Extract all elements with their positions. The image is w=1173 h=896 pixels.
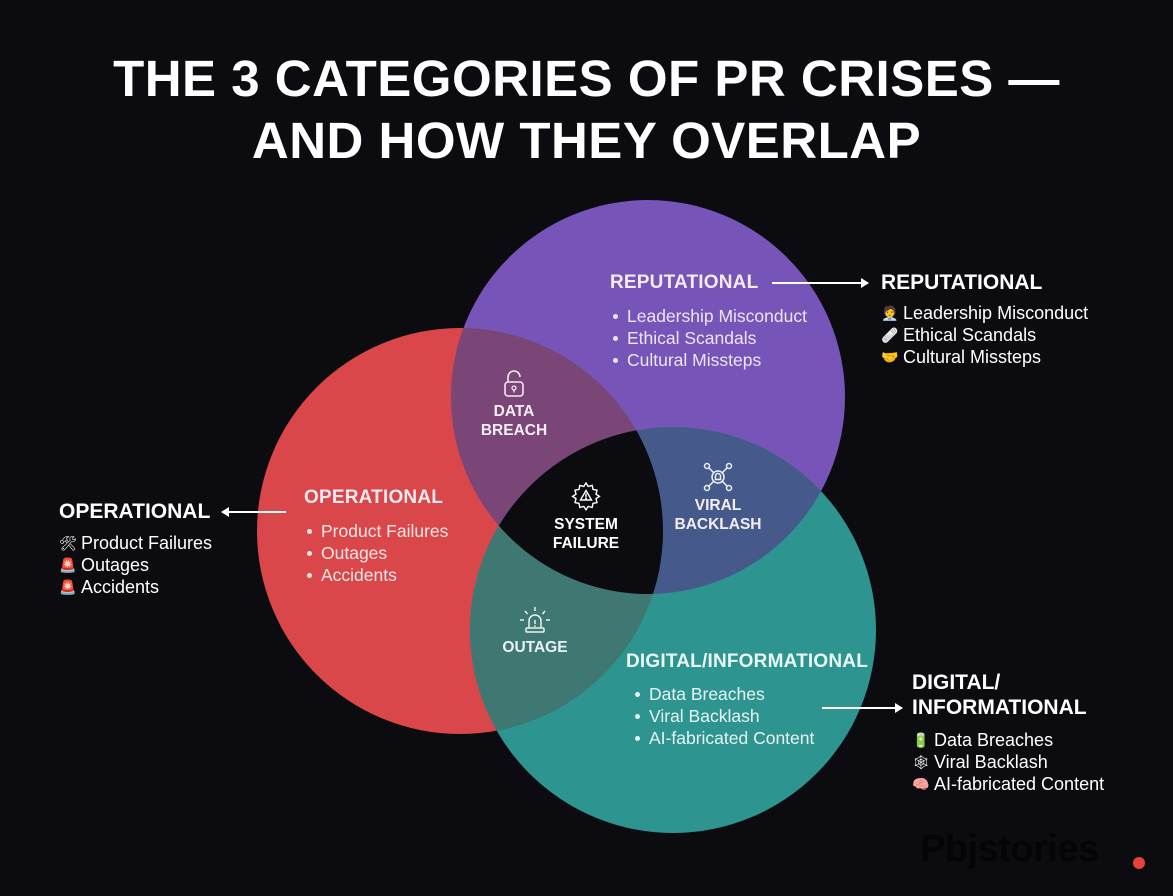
digital-circle-list: Data Breaches Viral Backlash AI-fabricat…: [632, 683, 814, 749]
list-item: Accidents: [304, 564, 448, 586]
operational-callout-list: 🛠Product Failures 🚨Outages 🚨Accidents: [59, 532, 212, 598]
digital-arrow: [822, 703, 903, 713]
list-item: 🚨Outages: [59, 555, 150, 575]
list-item: 🧠AI-fabricated Content: [912, 774, 1105, 794]
list-item: 🧑‍💼Leadership Misconduct: [881, 303, 1089, 323]
reputational-circle-heading: REPUTATIONAL: [610, 272, 759, 293]
reputational-arrow: [772, 278, 869, 288]
data-breach-overlap-label: DATA BREACH: [474, 370, 554, 440]
center-overlap: [470, 427, 663, 594]
list-item: 🕸Viral Backlash: [912, 752, 1048, 772]
list-item: 🩹Ethical Scandals: [881, 325, 1037, 345]
list-item: Data Breaches: [632, 683, 814, 705]
operational-circle-list: Product Failures Outages Accidents: [304, 520, 448, 586]
unlock-icon: [504, 370, 524, 397]
list-item: Ethical Scandals: [610, 327, 807, 349]
list-item: 🚨Accidents: [59, 577, 160, 597]
operational-callout-heading: OPERATIONAL: [59, 500, 211, 523]
siren-icon: [520, 607, 550, 633]
digital-callout: DIGITAL/ INFORMATIONAL 🔋Data Breaches 🕸V…: [912, 670, 1104, 795]
handshake-icon: 🤝: [881, 349, 899, 365]
tools-icon: 🛠: [59, 535, 77, 551]
system-failure-overlap-label: SYSTEM FAILURE: [540, 481, 632, 553]
bandage-icon: 🩹: [881, 327, 899, 343]
title-line-2: AND HOW THEY OVERLAP: [251, 112, 922, 169]
list-item: Outages: [304, 542, 448, 564]
operational-arrow: [221, 507, 286, 517]
list-item: Cultural Missteps: [610, 349, 807, 371]
reputational-circle-list: Leadership Misconduct Ethical Scandals C…: [610, 305, 807, 371]
list-item: Viral Backlash: [632, 705, 814, 727]
title-line-1: THE 3 CATEGORIES OF PR CRISES —: [113, 50, 1060, 107]
list-item: 🔋Data Breaches: [912, 730, 1054, 750]
list-item: Product Failures: [304, 520, 448, 542]
page-title: THE 3 CATEGORIES OF PR CRISES — AND HOW …: [0, 48, 1173, 172]
digital-callout-list: 🔋Data Breaches 🕸Viral Backlash 🧠AI-fabri…: [912, 729, 1104, 795]
list-item: Leadership Misconduct: [610, 305, 807, 327]
list-item: AI-fabricated Content: [632, 727, 814, 749]
brand-dot: [1133, 857, 1145, 869]
brain-icon: 🧠: [912, 776, 930, 792]
list-item: 🤝Cultural Missteps: [881, 347, 1042, 367]
network-icon: 🕸: [912, 754, 930, 770]
viral-backlash-overlap-label: VIRAL BACKLASH: [668, 462, 768, 534]
brand-logo: Pbjstories: [920, 828, 1099, 870]
siren-icon: 🚨: [59, 579, 77, 595]
reputational-callout-heading: REPUTATIONAL: [881, 271, 1043, 294]
reputational-callout: REPUTATIONAL 🧑‍💼Leadership Misconduct 🩹E…: [881, 270, 1088, 368]
reputational-callout-list: 🧑‍💼Leadership Misconduct 🩹Ethical Scanda…: [881, 302, 1088, 368]
operational-callout: OPERATIONAL 🛠Product Failures 🚨Outages 🚨…: [59, 499, 212, 598]
outage-overlap-label: OUTAGE: [494, 606, 576, 657]
list-item: 🛠Product Failures: [59, 533, 213, 553]
siren-icon: 🚨: [59, 557, 77, 573]
database-icon: 🔋: [912, 732, 930, 748]
digital-callout-heading: DIGITAL/ INFORMATIONAL: [912, 671, 1087, 719]
network-alert-icon: [703, 462, 733, 492]
operational-circle-heading: OPERATIONAL: [304, 487, 444, 508]
gear-warning-icon: [571, 481, 601, 511]
digital-circle-heading: DIGITAL/INFORMATIONAL: [626, 651, 869, 672]
businessperson-icon: 🧑‍💼: [881, 305, 899, 321]
